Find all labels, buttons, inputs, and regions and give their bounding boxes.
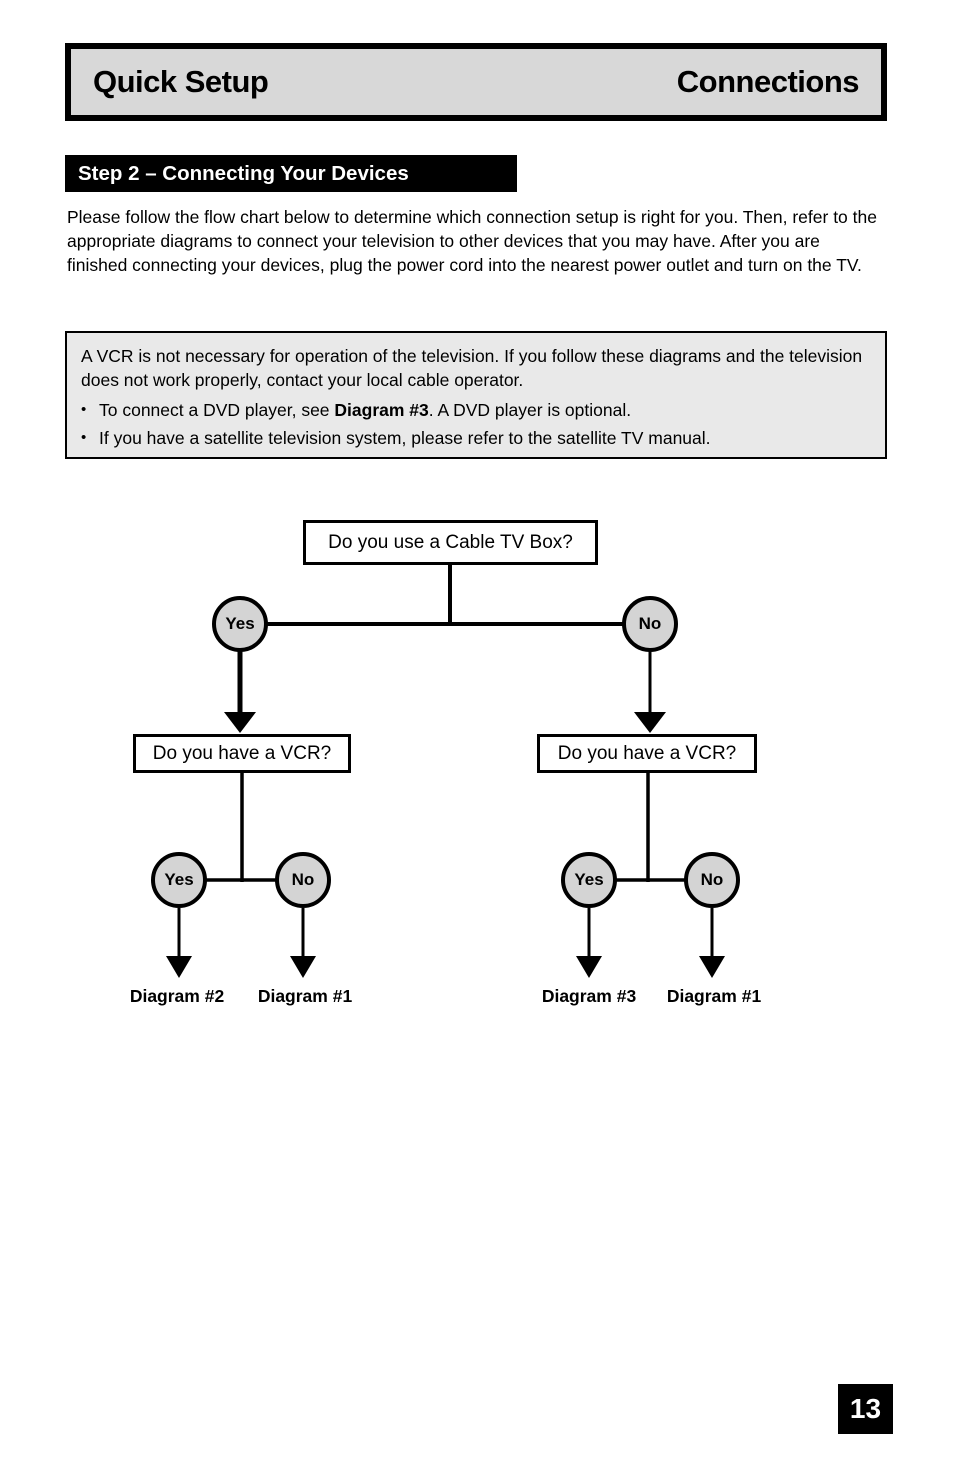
arrowhead-down-icon (166, 956, 192, 978)
note-bullet-1: • To connect a DVD player, see Diagram #… (81, 398, 871, 422)
question-cable-box-label: Do you use a Cable TV Box? (328, 531, 573, 553)
question-vcr-right-label: Do you have a VCR? (557, 742, 737, 764)
intro-paragraph: Please follow the flow chart below to de… (67, 207, 877, 275)
header-section-right: Connections (676, 64, 860, 99)
node-no-vcr-right: No (684, 852, 740, 908)
node-no-vcr-right-label: No (700, 870, 724, 889)
node-yes-cable: Yes (212, 596, 268, 652)
arrowhead-down-icon (634, 712, 666, 733)
header-section-left: Quick Setup (93, 64, 269, 99)
result-diagram-1-left: Diagram #1 (257, 986, 353, 1006)
bullet-icon: • (81, 429, 87, 446)
node-yes-vcr-left-label: Yes (164, 870, 194, 889)
arrowhead-down-icon (290, 956, 316, 978)
question-vcr-right: Do you have a VCR? (537, 734, 757, 773)
note-bullet-1-text: To connect a DVD player, see Diagram #3.… (99, 398, 631, 422)
note-bullet-2: • If you have a satellite television sys… (81, 426, 871, 450)
step-banner: Step 2 – Connecting Your Devices (65, 155, 517, 192)
page-number-badge: 13 (838, 1384, 893, 1434)
arrowhead-down-icon (699, 956, 725, 978)
question-cable-box: Do you use a Cable TV Box? (303, 520, 598, 565)
flowchart-connectors (166, 565, 725, 978)
step-banner-label: Step 2 – Connecting Your Devices (78, 161, 409, 185)
arrowhead-down-icon (224, 712, 256, 733)
note-bullet-1-bold: Diagram #3 (334, 400, 429, 420)
note-bullet-2-text: If you have a satellite television syste… (99, 428, 711, 448)
note-box: A VCR is not necessary for operation of … (65, 331, 887, 459)
page-number-value: 13 (849, 1393, 882, 1424)
result-diagram-3: Diagram #3 (541, 986, 637, 1006)
node-yes-vcr-right-label: Yes (574, 870, 604, 889)
node-no-vcr-left-label: No (291, 870, 315, 889)
question-vcr-left: Do you have a VCR? (133, 734, 351, 773)
node-no-cable-label: No (638, 614, 662, 633)
node-no-cable: No (622, 596, 678, 652)
bullet-icon: • (81, 401, 87, 418)
question-vcr-left-label: Do you have a VCR? (152, 742, 332, 764)
page-header-band: Quick Setup Connections (65, 43, 887, 121)
result-diagram-1-right: Diagram #1 (666, 986, 762, 1006)
connection-flowchart: Do you use a Cable TV Box? Yes No Do you… (0, 500, 954, 1020)
note-bullet-1-post: . A DVD player is optional. (428, 400, 632, 420)
node-yes-cable-label: Yes (225, 614, 255, 633)
arrowhead-down-icon (576, 956, 602, 978)
node-yes-vcr-right: Yes (561, 852, 617, 908)
node-yes-vcr-left: Yes (151, 852, 207, 908)
result-diagram-2: Diagram #2 (129, 986, 225, 1006)
note-bullet-1-pre: To connect a DVD player, see (99, 400, 335, 420)
node-no-vcr-left: No (275, 852, 331, 908)
note-paragraph: A VCR is not necessary for operation of … (81, 346, 863, 390)
